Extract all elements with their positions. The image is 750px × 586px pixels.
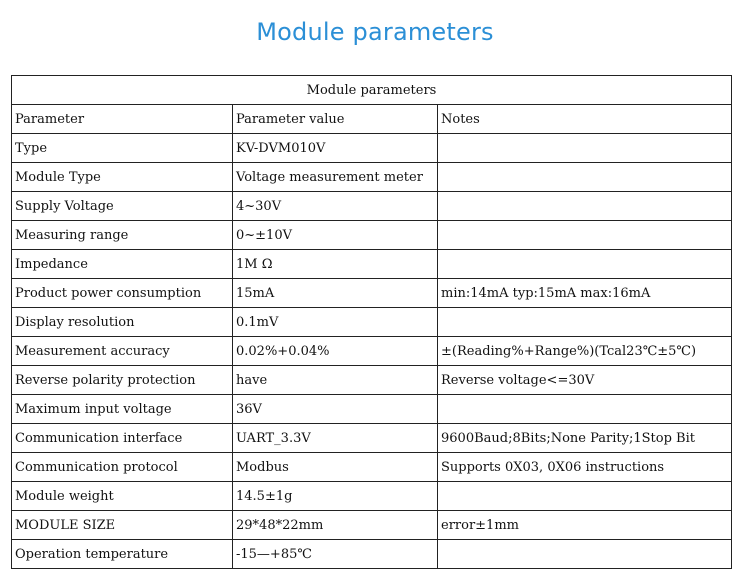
notes-cell (437, 394, 732, 424)
value-cell: 36V (232, 394, 438, 424)
notes-cell: error±1mm (437, 510, 732, 540)
parameter-cell: Reverse polarity protection (11, 365, 233, 395)
notes-cell (437, 249, 732, 279)
table-row: Impedance 1M Ω (11, 249, 732, 279)
notes-cell: ±(Reading%+Range%)(Tcal23℃±5℃) (437, 336, 732, 366)
parameter-cell: MODULE SIZE (11, 510, 233, 540)
table-row: Display resolution 0.1mV (11, 307, 732, 337)
parameter-cell: Operation temperature (11, 539, 233, 569)
notes-cell (437, 191, 732, 221)
parameter-cell: Communication protocol (11, 452, 233, 482)
table-row: Module weight 14.5±1g (11, 481, 732, 511)
notes-cell (437, 307, 732, 337)
table-row: Reverse polarity protection have Reverse… (11, 365, 732, 395)
value-cell: 15mA (232, 278, 438, 308)
value-cell: Modbus (232, 452, 438, 482)
notes-cell: 9600Baud;8Bits;None Parity;1Stop Bit (437, 423, 732, 453)
table-row: Module Type Voltage measurement meter (11, 162, 732, 192)
table-caption: Module parameters (11, 75, 732, 105)
value-cell: 0.1mV (232, 307, 438, 337)
table-row: Type KV-DVM010V (11, 133, 732, 163)
value-cell: 0.02%+0.04% (232, 336, 438, 366)
value-cell: UART_3.3V (232, 423, 438, 453)
header-parameter-value: Parameter value (232, 104, 438, 134)
parameter-cell: Module weight (11, 481, 233, 511)
value-cell: 14.5±1g (232, 481, 438, 511)
header-parameter: Parameter (11, 104, 233, 134)
notes-cell: Supports 0X03, 0X06 instructions (437, 452, 732, 482)
notes-cell: Reverse voltage<=30V (437, 365, 732, 395)
parameter-cell: Measuring range (11, 220, 233, 250)
parameter-cell: Maximum input voltage (11, 394, 233, 424)
page-title: Module parameters (256, 18, 494, 46)
table-row: Product power consumption 15mA min:14mA … (11, 278, 732, 308)
table-row: Communication protocol Modbus Supports 0… (11, 452, 732, 482)
table-header-row: Parameter Parameter value Notes (11, 104, 732, 134)
notes-cell (437, 162, 732, 192)
notes-cell (437, 220, 732, 250)
table-row: MODULE SIZE 29*48*22mm error±1mm (11, 510, 732, 540)
parameter-cell: Type (11, 133, 233, 163)
value-cell: KV-DVM010V (232, 133, 438, 163)
parameter-cell: Supply Voltage (11, 191, 233, 221)
parameter-cell: Display resolution (11, 307, 233, 337)
value-cell: -15—+85℃ (232, 539, 438, 569)
value-cell: 1M Ω (232, 249, 438, 279)
table-row: Measuring range 0~±10V (11, 220, 732, 250)
module-parameters-table: Module parameters Parameter Parameter va… (11, 75, 732, 569)
notes-cell (437, 133, 732, 163)
value-cell: 4~30V (232, 191, 438, 221)
value-cell: 29*48*22mm (232, 510, 438, 540)
table-caption-row: Module parameters (11, 75, 732, 105)
notes-cell (437, 481, 732, 511)
value-cell: have (232, 365, 438, 395)
table-row: Operation temperature -15—+85℃ (11, 539, 732, 569)
table-row: Maximum input voltage 36V (11, 394, 732, 424)
parameter-cell: Module Type (11, 162, 233, 192)
value-cell: Voltage measurement meter (232, 162, 438, 192)
parameter-cell: Communication interface (11, 423, 233, 453)
parameter-cell: Product power consumption (11, 278, 233, 308)
header-notes: Notes (437, 104, 732, 134)
table-row: Measurement accuracy 0.02%+0.04% ±(Readi… (11, 336, 732, 366)
parameter-cell: Impedance (11, 249, 233, 279)
notes-cell (437, 539, 732, 569)
parameter-cell: Measurement accuracy (11, 336, 233, 366)
table-row: Communication interface UART_3.3V 9600Ba… (11, 423, 732, 453)
notes-cell: min:14mA typ:15mA max:16mA (437, 278, 732, 308)
table-row: Supply Voltage 4~30V (11, 191, 732, 221)
value-cell: 0~±10V (232, 220, 438, 250)
